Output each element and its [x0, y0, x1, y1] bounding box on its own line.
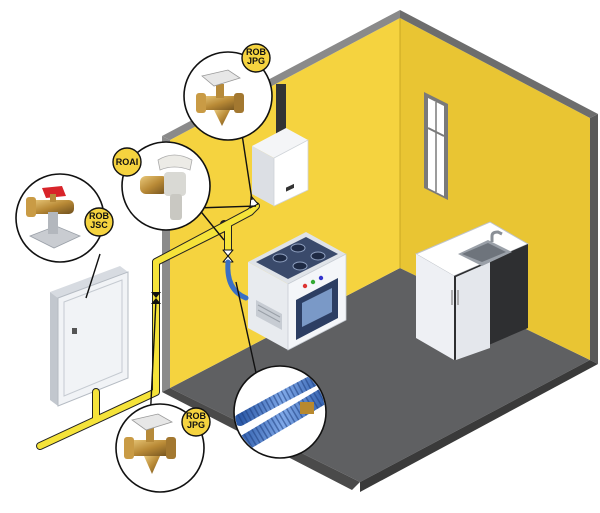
- flex-hose: [225, 259, 249, 301]
- right-wall-edge: [400, 10, 598, 118]
- label-badge-meter: [84, 207, 114, 237]
- meter-valve-icon: [26, 186, 81, 249]
- right-wall-side: [590, 114, 598, 364]
- badge-bottom-line2: JPG: [187, 420, 205, 430]
- window: [424, 92, 448, 200]
- badge-boiler-line2: JPG: [247, 56, 265, 66]
- callout-meter-valve: ROB JSC: [15, 173, 114, 263]
- ball-valve-icon: [196, 69, 244, 126]
- meter-cabinet: [50, 266, 129, 407]
- sink-cabinet: [414, 221, 530, 360]
- badge-meter-line2: JSC: [90, 220, 108, 230]
- callout-boiler-valve: ROB JPG: [183, 43, 273, 141]
- label-badge-boiler: [241, 43, 271, 73]
- stove-valve-icon: [140, 154, 193, 220]
- badge-stove: ROAI: [116, 157, 139, 167]
- callout-bottom-valve: ROB JPG: [115, 403, 211, 493]
- callout-stove-valve: ROAI: [112, 141, 211, 231]
- badge-bottom-line1: ROB: [186, 411, 207, 421]
- stove: [248, 232, 347, 351]
- bottom-ball-valve-icon: [124, 413, 176, 474]
- boiler: [252, 84, 309, 207]
- badge-boiler-line1: ROB: [246, 47, 267, 57]
- faucet: [490, 230, 503, 242]
- floor-edge-right: [360, 360, 598, 492]
- label-badge-bottom: [181, 407, 211, 437]
- badge-meter-line1: ROB: [89, 211, 110, 221]
- gas-pipes: [36, 195, 260, 450]
- boiler-flue: [276, 84, 286, 136]
- label-badge-stove: [112, 147, 142, 177]
